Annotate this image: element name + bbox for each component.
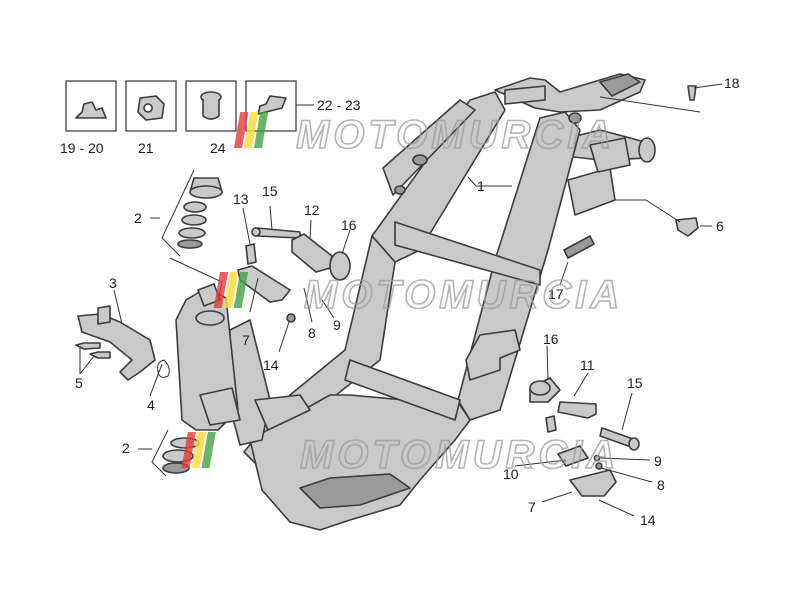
- label-8-left: 8: [308, 325, 316, 341]
- clip: [675, 217, 699, 237]
- label-10: 10: [503, 466, 519, 482]
- label-24: 24: [210, 140, 226, 156]
- watermark-logo: [213, 272, 249, 308]
- clip-nut-icon: [75, 101, 107, 119]
- bolts: [75, 342, 111, 359]
- inset-box-21: [125, 80, 177, 132]
- label-9-left: 9: [333, 317, 341, 333]
- svg-text:MOTOMURCIA: MOTOMURCIA: [296, 113, 615, 157]
- inset-box-24: [185, 80, 237, 132]
- footrest-assembly-left: [237, 227, 351, 323]
- label-21: 21: [138, 140, 154, 156]
- label-5: 5: [75, 375, 83, 391]
- label-15-right: 15: [627, 375, 643, 391]
- label-16-left: 16: [341, 217, 357, 233]
- cage-nut-icon: [137, 95, 165, 121]
- screw: [687, 85, 697, 101]
- watermark-logo: [181, 432, 216, 468]
- label-6: 6: [716, 218, 724, 234]
- label-7-left: 7: [242, 332, 250, 348]
- watermark-logo: [233, 112, 269, 148]
- label-13: 13: [233, 191, 249, 207]
- main-frame: [175, 73, 656, 531]
- label-18: 18: [724, 75, 740, 91]
- label-16-right: 16: [543, 331, 559, 347]
- label-4: 4: [147, 397, 155, 413]
- label-1: 1: [477, 178, 485, 194]
- label-8-right: 8: [657, 477, 665, 493]
- label-3: 3: [109, 275, 117, 291]
- leader-lines: [79, 83, 723, 517]
- label-2-upper: 2: [134, 210, 142, 226]
- part-labels: 19 - 20 21 24 22 - 23 1 2 2 3 4 5 6 7 7 …: [60, 75, 740, 528]
- label-14-right: 14: [640, 512, 656, 528]
- inset-box-19-20: [65, 80, 117, 132]
- label-12: 12: [304, 202, 320, 218]
- watermark-top: MOTOMURCIA: [233, 112, 615, 158]
- inset-box-22-23: [245, 80, 297, 132]
- label-11: 11: [580, 357, 595, 373]
- footrest-assembly-right: [529, 377, 640, 497]
- label-22-23: 22 - 23: [317, 97, 361, 113]
- label-14-left: 14: [263, 357, 279, 373]
- spring-nut-icon: [257, 95, 287, 115]
- label-19-20: 19 - 20: [60, 140, 104, 156]
- label-2-lower: 2: [122, 440, 130, 456]
- label-17: 17: [548, 286, 564, 302]
- bushing-icon: [200, 91, 222, 120]
- svg-text:MOTOMURCIA: MOTOMURCIA: [300, 433, 619, 477]
- label-15-left: 15: [262, 183, 278, 199]
- steering-bearing-set-upper: [177, 177, 223, 249]
- pad: [563, 235, 595, 259]
- watermark-bottom: MOTOMURCIA: [181, 432, 619, 478]
- label-9-right: 9: [654, 453, 662, 469]
- watermark-middle: MOTOMURCIA: [213, 272, 623, 318]
- svg-text:MOTOMURCIA: MOTOMURCIA: [304, 273, 623, 317]
- side-bracket: [77, 305, 156, 381]
- hook: [157, 359, 170, 378]
- label-7-right: 7: [528, 499, 536, 515]
